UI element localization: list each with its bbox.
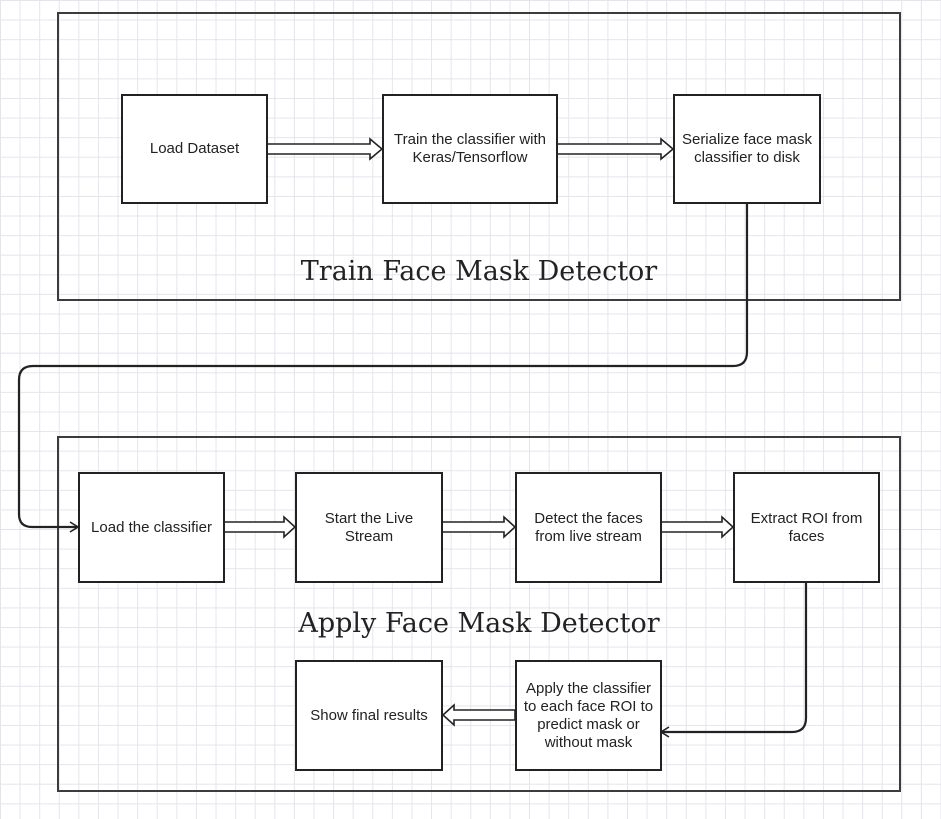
arrow-load-classifier-to-stream (223, 515, 297, 539)
step-train-classifier: Train the classifier with Keras/Tensorfl… (382, 94, 558, 204)
arrow-apply-to-show (441, 703, 516, 727)
arrow-train-to-serialize (556, 137, 675, 161)
apply-group-title: Apply Face Mask Detector (298, 608, 660, 639)
step-start-live-stream: Start the Live Stream (295, 472, 443, 583)
arrow-detect-to-extract (660, 515, 735, 539)
apply-group (57, 436, 901, 792)
connector-extract-to-apply (661, 583, 808, 732)
step-serialize-classifier: Serialize face mask classifier to disk (673, 94, 821, 204)
train-group-title: Train Face Mask Detector (300, 256, 658, 287)
step-extract-roi: Extract ROI from faces (733, 472, 880, 583)
step-detect-faces: Detect the faces from live stream (515, 472, 662, 583)
step-apply-classifier: Apply the classifier to each face ROI to… (515, 660, 662, 771)
arrow-load-dataset-to-train (266, 137, 384, 161)
step-show-final-results: Show final results (295, 660, 443, 771)
step-load-dataset: Load Dataset (121, 94, 268, 204)
train-group (57, 12, 901, 301)
step-load-classifier: Load the classifier (78, 472, 225, 583)
connector-serialize-to-load-classifier (17, 204, 749, 527)
arrow-stream-to-detect (441, 515, 517, 539)
